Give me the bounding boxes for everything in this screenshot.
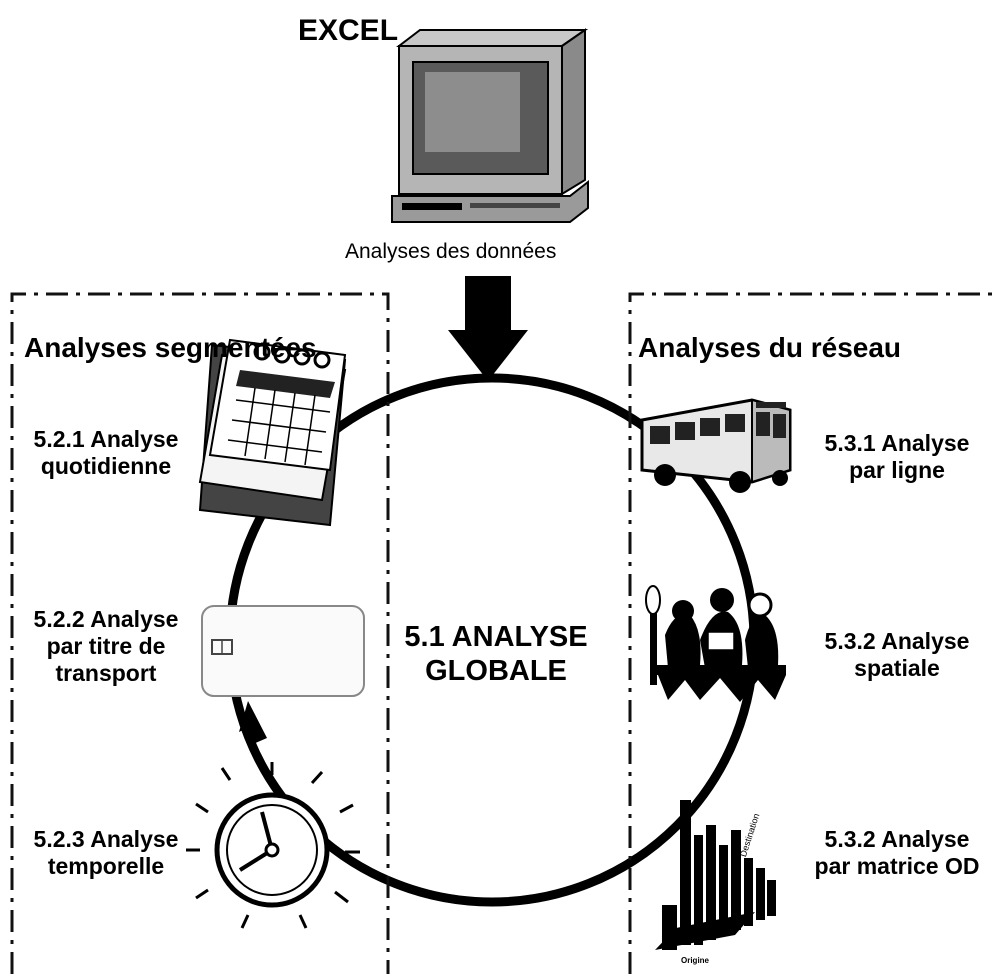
item-od-matrix-analysis: 5.3.2 Analyse par matrice OD: [800, 826, 994, 880]
od-matrix-chart-icon: [655, 800, 776, 950]
item-spatial-analysis-line2: spatiale: [854, 655, 940, 681]
computer-icon: [391, 28, 589, 223]
left-panel-title: Analyses segmentées: [24, 332, 317, 363]
bus-icon: [640, 398, 792, 493]
item-spatial-analysis-line1: 5.3.2 Analyse: [824, 628, 970, 654]
data-analysis-caption: Analyses des données: [345, 240, 557, 263]
left-group-box: [10, 292, 390, 974]
down-arrow-icon: [448, 276, 528, 381]
global-analysis-label: 5.1 ANALYSE GLOBALE: [396, 620, 596, 688]
item-fare-analysis: 5.2.2 Analyse par titre de transport: [20, 606, 192, 687]
item-daily-analysis: 5.2.1 Analyse quotidienne: [20, 426, 192, 480]
item-temporal-analysis: 5.2.3 Analyse temporelle: [20, 826, 192, 880]
item-spatial-analysis: 5.3.2 Analyse spatiale: [800, 628, 994, 682]
item-line-analysis: 5.3.1 Analyse par ligne: [800, 430, 994, 484]
global-analysis-line1: 5.1 ANALYSE: [404, 621, 588, 653]
item-line-analysis-line2: par ligne: [849, 457, 945, 483]
transit-card-icon: [201, 605, 365, 697]
item-od-matrix-analysis-line1: 5.3.2 Analyse: [824, 826, 970, 852]
people-bench-icon: [645, 585, 786, 702]
item-daily-analysis-line1: 5.2.1 Analyse: [33, 426, 179, 452]
right-panel-title: Analyses du réseau: [638, 332, 902, 363]
item-temporal-analysis-line1: 5.2.3 Analyse: [33, 826, 179, 852]
excel-label: EXCEL: [298, 14, 399, 47]
item-fare-analysis-line1: 5.2.2 Analyse: [33, 606, 179, 632]
right-group-box: [628, 292, 994, 974]
item-temporal-analysis-line2: temporelle: [47, 853, 165, 879]
item-line-analysis-line1: 5.3.1 Analyse: [824, 430, 970, 456]
od-axis-origin-label: Origine: [681, 956, 710, 965]
item-fare-analysis-line2: par titre de: [46, 633, 166, 659]
calendar-icon: [198, 338, 347, 527]
item-daily-analysis-line2: quotidienne: [40, 453, 172, 479]
item-od-matrix-analysis-line2: par matrice OD: [814, 853, 980, 879]
item-fare-analysis-line3: transport: [55, 660, 157, 686]
arrow-head-icon: [239, 701, 267, 744]
global-analysis-line2: GLOBALE: [425, 655, 567, 687]
clock-icon: [186, 762, 360, 929]
